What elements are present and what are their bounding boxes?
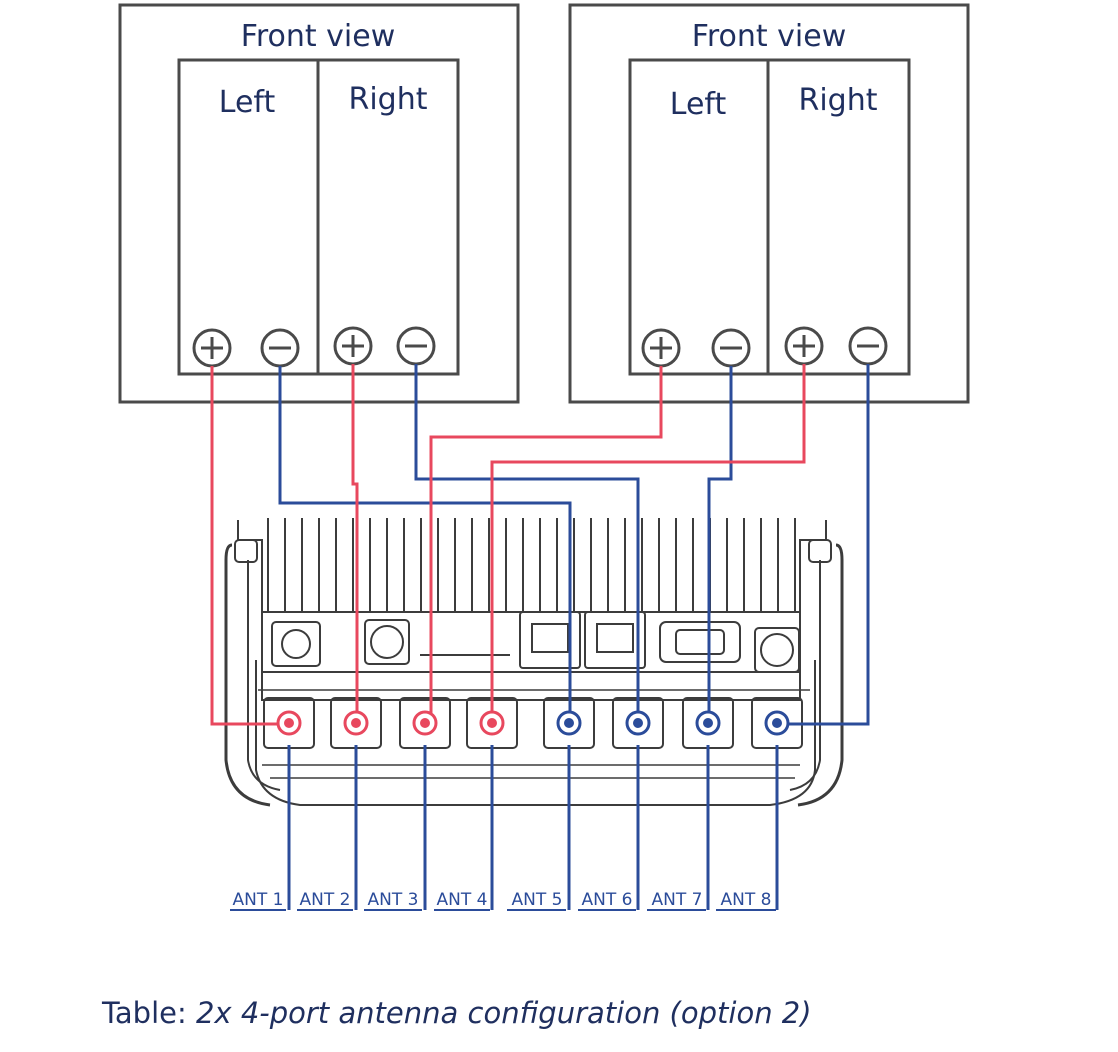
- minus-icon: [260, 328, 300, 368]
- cable-p2-left-plus-to-ant3: [429, 366, 663, 722]
- ant-label-8: ANT 8: [721, 890, 772, 910]
- plus-icon: [641, 328, 681, 368]
- column-label-left: Left: [219, 85, 276, 120]
- heatsink-fins: [267, 518, 796, 612]
- cable-p2-left-minus-to-ant7: [707, 366, 733, 722]
- minus-icon: [396, 326, 436, 366]
- ant-label-6: ANT 6: [582, 890, 633, 910]
- minus-icon: [711, 328, 751, 368]
- cable-p1-right-minus-to-ant6: [414, 364, 640, 722]
- ant-label-3: ANT 3: [368, 890, 419, 910]
- ant-label-5: ANT 5: [512, 890, 563, 910]
- antenna-labels: ANT 1 ANT 2 ANT 3 ANT 4 ANT 5 ANT 6 ANT …: [230, 890, 776, 911]
- caption-text: 2x 4-port antenna configuration (option …: [195, 996, 812, 1030]
- cable-p2-right-plus-to-ant4: [490, 364, 806, 722]
- plus-icon: [784, 326, 824, 366]
- cable-p1-left-minus-to-ant5: [278, 366, 572, 722]
- plus-icon: [333, 326, 373, 366]
- ant-label-1: ANT 1: [233, 890, 284, 910]
- column-label-right: Right: [349, 82, 428, 117]
- cable-p1-left-plus-to-ant1: [210, 366, 289, 726]
- radio-unit: [224, 518, 844, 807]
- caption-prefix: Table:: [102, 996, 196, 1030]
- panel-title: Front view: [692, 19, 847, 54]
- port-connectors: [276, 710, 790, 736]
- plus-icon: [192, 328, 232, 368]
- column-label-left: Left: [670, 87, 727, 122]
- antenna-leads: [287, 745, 779, 910]
- ant-label-4: ANT 4: [437, 890, 488, 910]
- ant-label-7: ANT 7: [652, 890, 703, 910]
- column-label-right: Right: [799, 83, 878, 118]
- cable-p1-right-plus-to-ant2: [351, 364, 359, 722]
- panel-title: Front view: [241, 19, 396, 54]
- antenna-panel-2: Front view Left Right: [568, 3, 970, 404]
- panel-cables: [210, 364, 870, 726]
- minus-icon: [848, 326, 888, 366]
- antenna-panel-1: Front view Left Right: [118, 3, 520, 404]
- figure-caption: Table: 2x 4-port antenna configuration (…: [102, 996, 812, 1030]
- ant-label-2: ANT 2: [300, 890, 351, 910]
- cable-p2-right-minus-to-ant8: [780, 364, 870, 726]
